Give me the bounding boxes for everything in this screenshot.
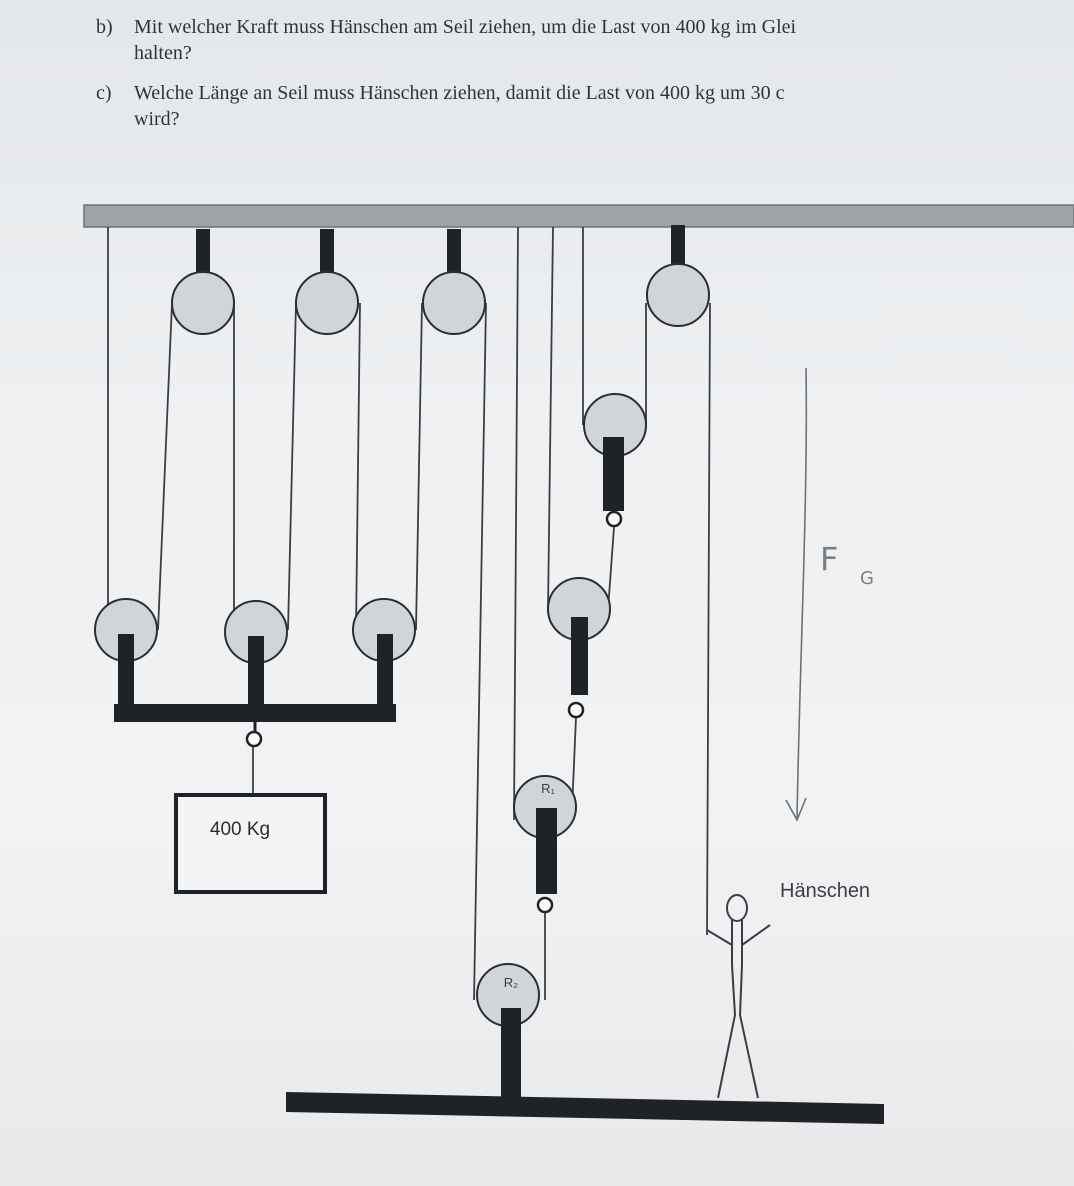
ceiling-bar — [83, 204, 1074, 228]
load-box — [174, 793, 327, 894]
rope-segment — [355, 302, 361, 631]
floor-pulley-mount — [501, 1008, 521, 1102]
hook-ring — [245, 730, 263, 748]
pulley-r2-label: R₂ — [504, 975, 518, 990]
rope-segment — [287, 302, 297, 631]
rope-segment — [473, 302, 487, 1001]
block-frame-right — [377, 634, 393, 714]
hook-ring — [605, 510, 623, 528]
hook-ring — [567, 701, 585, 719]
person-figure — [706, 894, 771, 1099]
pulley-wheel — [422, 271, 486, 335]
pulley-wheel — [295, 271, 359, 335]
force-label: F — [820, 540, 838, 578]
question-b: b) Mit welcher Kraft muss Hänschen am Sei… — [96, 14, 796, 66]
force-arrow-head — [785, 797, 807, 822]
person-head — [726, 894, 748, 922]
rope-segment — [157, 302, 173, 631]
block-frame-crossbar — [114, 704, 396, 722]
person-label: Hänschen — [780, 880, 870, 902]
person-body-legs — [717, 964, 759, 1099]
pulley-mount — [571, 617, 588, 695]
rope-segment — [607, 526, 615, 611]
question-b-label: b) — [96, 16, 113, 38]
question-b-text-line1: Mit welcher Kraft muss Hänschen am Seil … — [134, 16, 797, 38]
hook-ring — [536, 896, 554, 914]
pulley-wheel — [171, 271, 235, 335]
question-c-text-line1: Welche Länge an Seil muss Hänschen ziehe… — [134, 82, 785, 104]
rope-segment — [547, 226, 554, 611]
question-c-text-line2: wird? — [134, 108, 180, 130]
rope-segment — [513, 226, 519, 821]
rope-segment — [706, 302, 711, 936]
middle-pulleys: R₁ R₂ — [476, 393, 647, 1102]
pulley-mount — [536, 808, 557, 894]
person-arms — [706, 924, 771, 946]
floor-bar — [286, 1092, 884, 1124]
person-neck — [731, 920, 743, 965]
load-label: 400 Kg — [210, 819, 270, 840]
pulley-r1-label: R₁ — [541, 781, 555, 796]
question-c-label: c) — [96, 82, 112, 104]
block-frame-middle — [248, 636, 264, 714]
upper-pulleys — [171, 225, 710, 335]
rope-segment — [415, 302, 423, 631]
lower-pulley-block — [94, 598, 416, 748]
force-subscript: G — [860, 568, 874, 589]
block-frame-left — [118, 634, 134, 714]
question-b-text-line2: halten? — [134, 42, 192, 64]
force-arrow-shaft — [796, 367, 808, 819]
pulley-mount — [603, 437, 624, 511]
pulley-wheel — [646, 263, 710, 327]
question-c: c) Welche Länge an Seil muss Hänschen zie… — [96, 80, 784, 132]
